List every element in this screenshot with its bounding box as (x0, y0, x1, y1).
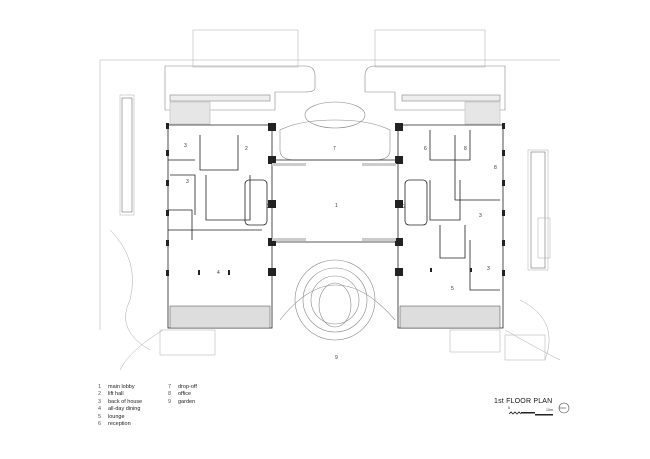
room-label: 8 (464, 146, 467, 152)
room-label: 3 (184, 143, 187, 149)
room-label: 6 (424, 146, 427, 152)
room-label: 9 (335, 355, 338, 361)
structural-columns (166, 123, 505, 276)
room-label: 2 (245, 146, 248, 152)
room-label: 2 (267, 204, 270, 210)
site-context (99, 29, 561, 371)
room-label: 4 (217, 270, 220, 276)
building-walls (167, 124, 504, 329)
room-label: 2 (403, 204, 406, 210)
drawing-title: 1st FLOOR PLAN (494, 398, 553, 405)
room-label: 5 (451, 286, 454, 292)
room-label: 7 (333, 146, 336, 152)
room-label: 1 (335, 203, 338, 209)
room-label: 3 (487, 266, 490, 272)
site-boundary (164, 65, 506, 341)
scale-end-label: 10m (546, 408, 553, 412)
room-label: 3 (186, 179, 189, 185)
terrace-decks (169, 163, 501, 329)
room-label: 8 (494, 165, 497, 171)
scale-bar (508, 411, 553, 416)
room-labels: 3 2 3 2 1 2 7 6 8 8 3 3 5 4 9 (184, 143, 497, 361)
north-arrow-icon (558, 402, 570, 414)
room-label: 3 (479, 213, 482, 219)
scale-start-label: 5 (508, 406, 510, 410)
